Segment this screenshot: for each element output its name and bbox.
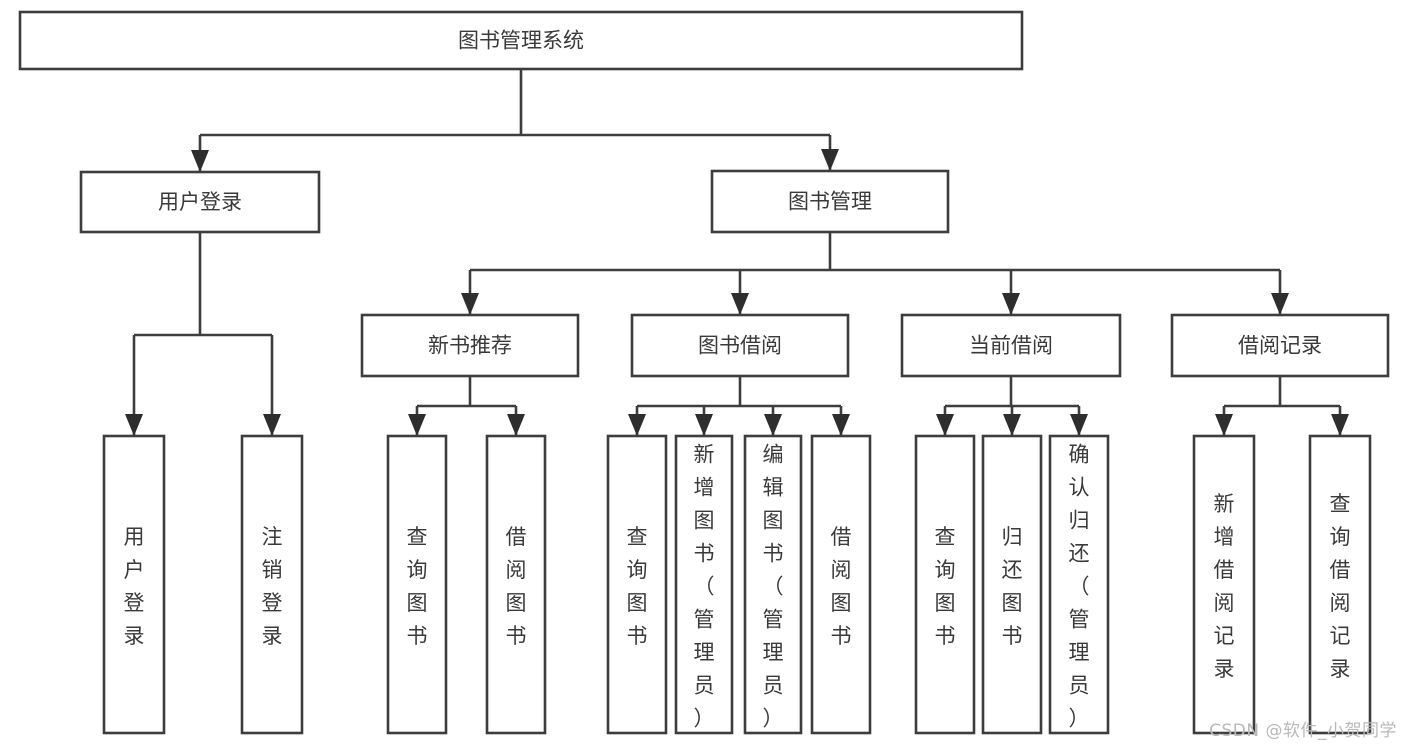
node-leaf-借阅图书-3[interactable]: 借阅图书 <box>485 434 547 735</box>
node-leaf-编辑图书管理员-6[interactable]: 编辑图书（管理员） <box>743 434 803 735</box>
node-leaf-注销登录-1[interactable]: 注销登录 <box>240 434 304 735</box>
node-label: 用户登录 <box>124 525 145 648</box>
arrow-head-icon <box>1003 414 1021 436</box>
node-box <box>743 434 803 735</box>
arrow-head-icon <box>191 150 209 172</box>
node-l3-图书借阅-1[interactable]: 图书借阅 <box>630 313 850 378</box>
connector-group-用户登录 <box>125 232 281 436</box>
node-label: 借阅图书 <box>831 525 852 648</box>
node-label: 图书管理 <box>788 190 872 214</box>
node-leaf-归还图书-9[interactable]: 归还图书 <box>981 434 1043 735</box>
node-box <box>102 434 166 735</box>
node-label: 图书借阅 <box>698 334 782 358</box>
node-box <box>1170 313 1390 378</box>
node-boxes-layer: 图书管理系统用户登录图书管理新书推荐图书借阅当前借阅借阅记录用户登录注销登录查询… <box>18 10 1390 735</box>
arrow-head-icon <box>1002 293 1020 315</box>
node-l3-当前借阅-2[interactable]: 当前借阅 <box>900 313 1122 378</box>
node-box <box>606 434 668 735</box>
node-box <box>240 434 304 735</box>
node-label: 新增图书（管理员） <box>694 443 715 731</box>
connector-group-借阅记录 <box>1215 376 1349 436</box>
connector-group-图书管理 <box>461 232 1289 315</box>
node-box <box>900 313 1122 378</box>
node-label: 查询图书 <box>627 525 648 648</box>
node-box <box>914 434 976 735</box>
node-leaf-查询图书-4[interactable]: 查询图书 <box>606 434 668 735</box>
node-leaf-新增图书管理员-5[interactable]: 新增图书（管理员） <box>674 434 734 735</box>
arrow-head-icon <box>125 414 143 436</box>
arrow-head-icon <box>1215 414 1233 436</box>
connector-group-图书管理系统 <box>191 69 839 172</box>
node-leaf-确认归还管理员-10[interactable]: 确认归还（管理员） <box>1048 434 1110 735</box>
arrow-head-icon <box>695 414 713 436</box>
node-label: 当前借阅 <box>969 334 1053 358</box>
node-l2-用户登录-0[interactable]: 用户登录 <box>79 170 321 234</box>
node-label: 注销登录 <box>262 525 283 648</box>
arrow-head-icon <box>628 414 646 436</box>
node-box <box>674 434 734 735</box>
node-box <box>18 10 1024 71</box>
connector-group-新书推荐 <box>408 376 525 436</box>
node-box <box>630 313 850 378</box>
arrow-head-icon <box>731 293 749 315</box>
node-box <box>810 434 872 735</box>
node-label: 确认归还（管理员） <box>1069 443 1090 731</box>
node-box <box>386 434 448 735</box>
node-box <box>981 434 1043 735</box>
arrow-head-icon <box>821 149 839 171</box>
arrow-head-icon <box>1331 414 1349 436</box>
node-box <box>360 313 580 378</box>
node-leaf-查询借阅记录-12[interactable]: 查询借阅记录 <box>1308 434 1372 735</box>
node-label: 查询图书 <box>935 525 956 648</box>
arrow-head-icon <box>832 414 850 436</box>
node-label: 归还图书 <box>1002 525 1023 648</box>
node-label: 借阅图书 <box>506 525 527 648</box>
connector-edges-layer <box>125 69 1349 436</box>
node-l3-借阅记录-3[interactable]: 借阅记录 <box>1170 313 1390 378</box>
node-box <box>79 170 321 234</box>
node-leaf-查询图书-2[interactable]: 查询图书 <box>386 434 448 735</box>
node-label: 借阅记录 <box>1238 334 1322 358</box>
arrow-head-icon <box>936 414 954 436</box>
node-label: 图书管理系统 <box>458 29 584 53</box>
node-box <box>1192 434 1256 735</box>
node-l2-图书管理-1[interactable]: 图书管理 <box>710 169 950 234</box>
arrow-head-icon <box>1070 414 1088 436</box>
connector-group-图书借阅 <box>628 376 850 436</box>
node-l3-新书推荐-0[interactable]: 新书推荐 <box>360 313 580 378</box>
arrow-head-icon <box>507 414 525 436</box>
node-leaf-新增借阅记录-11[interactable]: 新增借阅记录 <box>1192 434 1256 735</box>
node-leaf-用户登录-0[interactable]: 用户登录 <box>102 434 166 735</box>
arrow-head-icon <box>408 414 426 436</box>
node-leaf-查询图书-8[interactable]: 查询图书 <box>914 434 976 735</box>
node-label: 编辑图书（管理员） <box>763 443 784 731</box>
node-label: 用户登录 <box>158 190 242 214</box>
node-root-图书管理系统-0[interactable]: 图书管理系统 <box>18 10 1024 71</box>
node-box <box>1048 434 1110 735</box>
node-box <box>485 434 547 735</box>
node-label: 查询图书 <box>407 525 428 648</box>
node-leaf-借阅图书-7[interactable]: 借阅图书 <box>810 434 872 735</box>
node-label: 查询借阅记录 <box>1330 492 1351 681</box>
arrow-head-icon <box>263 414 281 436</box>
arrow-head-icon <box>764 414 782 436</box>
node-box <box>710 169 950 234</box>
node-box <box>1308 434 1372 735</box>
connector-group-当前借阅 <box>936 376 1088 436</box>
arrow-head-icon <box>461 293 479 315</box>
arrow-head-icon <box>1271 293 1289 315</box>
node-label: 新书推荐 <box>428 334 512 358</box>
node-label: 新增借阅记录 <box>1214 492 1235 681</box>
